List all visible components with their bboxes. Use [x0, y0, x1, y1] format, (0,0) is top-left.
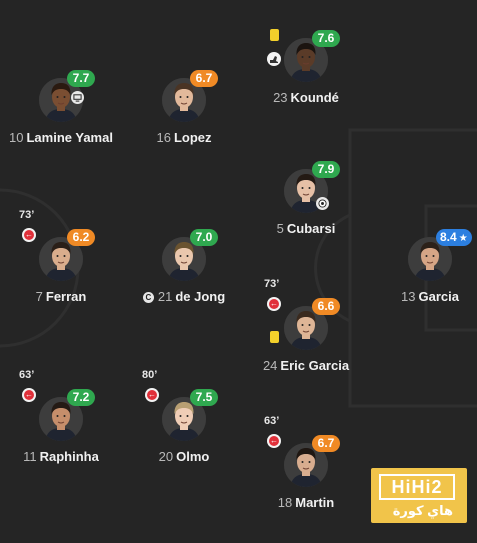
substitution-off-icon: ←: [22, 388, 36, 402]
player-name: Koundé: [290, 90, 339, 105]
substitution-off-icon: ←: [145, 388, 159, 402]
rating-badge: 7.6: [312, 30, 340, 47]
shirt-number: 21: [157, 289, 173, 304]
substitution-off-icon: ←: [267, 434, 281, 448]
rating-value: 7.2: [72, 390, 90, 404]
rating-badge: 7.5: [190, 389, 218, 406]
captain-badge: C: [142, 292, 154, 303]
yellow-card-icon: [270, 29, 279, 41]
substitution-minute: 73’: [264, 278, 280, 290]
player-photo: [284, 38, 328, 82]
player-name: Martin: [295, 495, 335, 510]
substitution-minute: 63’: [264, 415, 280, 427]
watermark-logo: HiHi2 هاي كورة: [371, 468, 467, 523]
rating-value: 6.7: [195, 71, 213, 85]
player-photo: [39, 237, 83, 281]
watermark-brand: HiHi2: [379, 474, 455, 500]
rating-badge: 7.9: [312, 161, 340, 178]
player-name: Ferran: [45, 289, 87, 304]
shirt-number: 23: [273, 90, 288, 105]
rating-value: 7.5: [195, 390, 213, 404]
rating-value: 7.9: [317, 162, 335, 176]
rating-badge: 7.7: [67, 70, 95, 87]
player-name: Olmo: [176, 449, 210, 464]
rating-value: 8.4: [440, 230, 457, 244]
player-name: Raphinha: [39, 449, 99, 464]
yellow-card-icon: [270, 331, 279, 343]
substitution-minute: 73’: [19, 209, 35, 221]
player-name: de Jong: [175, 289, 226, 304]
player-photo: [162, 397, 206, 441]
shirt-number: 24: [262, 358, 278, 373]
shirt-number: 7: [35, 289, 43, 304]
video-review-icon: [71, 91, 84, 104]
rating-value: 7.0: [195, 230, 213, 244]
rating-value: 6.2: [72, 230, 90, 244]
rating-badge: 6.7: [312, 435, 340, 452]
substitution-off-icon: ←: [267, 297, 281, 311]
player-name: Cubarsi: [286, 221, 336, 236]
shirt-number: 13: [401, 289, 416, 304]
shirt-number: 20: [158, 449, 174, 464]
substitution-minute: 80’: [142, 369, 158, 381]
rating-value: 6.7: [317, 436, 335, 450]
rating-badge: 6.2: [67, 229, 95, 246]
watermark-subtitle: هاي كورة: [392, 503, 453, 518]
rating-value: 7.7: [72, 71, 90, 85]
star-icon: ★: [458, 233, 468, 244]
rating-badge: 6.7: [190, 70, 218, 87]
player-name: Lopez: [173, 130, 212, 145]
shirt-number: 18: [277, 495, 293, 510]
player-name: Eric Garcia: [280, 358, 350, 373]
rating-value: 6.6: [317, 299, 335, 313]
shirt-number: 16: [156, 130, 171, 145]
rating-value: 7.6: [317, 31, 335, 45]
shirt-number: 11: [23, 449, 37, 464]
goal-ball-icon: [316, 197, 329, 210]
substitution-off-icon: ←: [22, 228, 36, 242]
player-name: Garcia: [418, 289, 459, 304]
player-photo: [284, 169, 328, 213]
shirt-number: 10: [9, 130, 24, 145]
shirt-number: 5: [276, 221, 284, 236]
substitution-minute: 63’: [19, 369, 35, 381]
rating-badge: 7.2: [67, 389, 95, 406]
assist-boot-icon: [267, 52, 281, 66]
rating-badge: 7.0: [190, 229, 218, 246]
rating-badge: 8.4★: [436, 229, 472, 246]
player-name: Lamine Yamal: [26, 130, 113, 145]
rating-badge: 6.6: [312, 298, 340, 315]
